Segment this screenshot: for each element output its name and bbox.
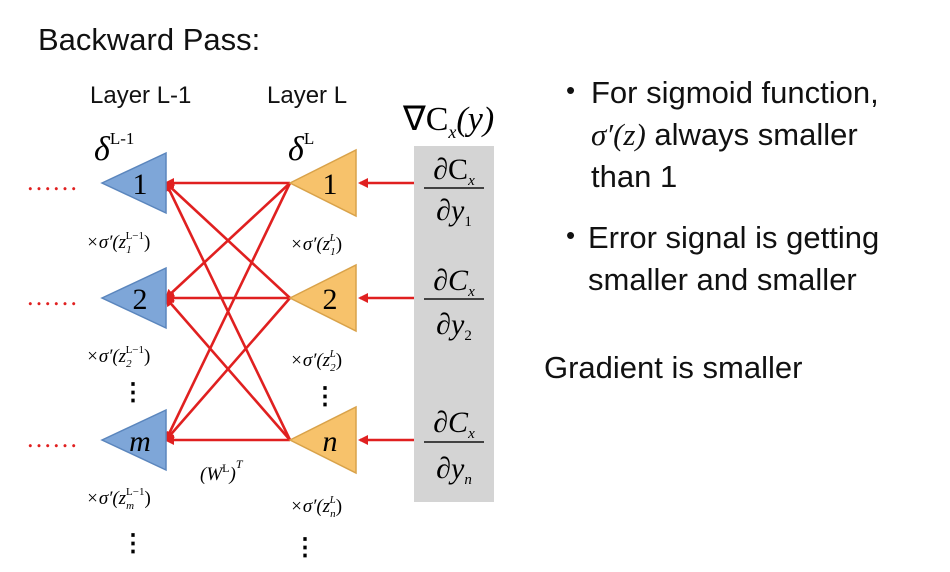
bullet-1-dot: •	[566, 75, 576, 105]
partial-2: ∂Cx ∂y2	[424, 264, 484, 344]
gradient-note: Gradient is smaller	[544, 350, 803, 385]
partial-n: ∂Cx ∂yn	[424, 406, 484, 488]
right-node-1	[288, 148, 357, 218]
ellipsis-2: ……	[26, 282, 78, 311]
partial-2-denominator: ∂y2	[436, 308, 472, 344]
bullet-1-line-1: For sigmoid function,	[591, 75, 879, 110]
left-node-2	[100, 266, 167, 330]
left-node-1	[100, 151, 167, 215]
partial-1-numerator: ∂Cx	[433, 153, 475, 189]
right-multiplier-1: ×σ′(z1L)	[290, 232, 342, 258]
ellipsis-m: ……	[26, 424, 78, 453]
left-vdots-2: ⋮	[121, 531, 145, 557]
left-node-m-label: m	[129, 425, 151, 458]
sigma-prime-expr: σ′(z)	[591, 117, 646, 152]
network-diagram: δL-1 δL ∇Cx(y) 1 2	[26, 101, 494, 561]
right-node-2-label: 2	[323, 283, 338, 316]
right-nodes: 1 2 n	[288, 148, 357, 475]
edge-r2-l1	[164, 181, 291, 299]
partial-1-denominator: ∂y1	[436, 194, 472, 230]
bullet-2-dot: •	[566, 220, 576, 250]
slide-title: Backward Pass:	[38, 22, 261, 57]
bullet-2-line-1: Error signal is getting	[588, 220, 880, 255]
bullet-2-line-2: smaller and smaller	[588, 262, 857, 297]
right-node-n-label: n	[323, 425, 338, 458]
left-multiplier-m: ×σ′(zmL−1)	[86, 486, 151, 512]
delta-left-label: δL-1	[94, 129, 134, 168]
right-vdots-1: ⋮	[313, 384, 337, 410]
right-multiplier-2: ×σ′(z2L)	[290, 348, 342, 374]
layer-l-minus-1-label: Layer L-1	[90, 82, 192, 109]
weight-transpose-label: (WL)T	[200, 457, 244, 485]
ellipsis-1: ……	[26, 167, 78, 196]
delta-right-label: δL	[288, 129, 314, 168]
left-node-1-label: 1	[133, 168, 148, 201]
left-node-2-label: 2	[133, 283, 148, 316]
partial-2-numerator: ∂Cx	[433, 264, 475, 300]
edge-rn-l1	[164, 181, 292, 441]
right-node-n	[288, 405, 357, 475]
edge-rn-l2	[164, 296, 291, 441]
left-multiplier-1: ×σ′(z1L−1)	[86, 230, 150, 256]
bullet-1-line-2-text: always smaller	[645, 117, 858, 152]
left-multiplier-2: ×σ′(z2L−1)	[86, 344, 150, 370]
left-node-m	[100, 408, 167, 472]
right-node-2	[288, 263, 357, 333]
right-node-1-label: 1	[323, 168, 338, 201]
partial-n-denominator: ∂yn	[436, 452, 472, 488]
right-multiplier-n: ×σ′(znL)	[290, 494, 342, 520]
partial-1: ∂Cx ∂y1	[424, 153, 484, 230]
bullet-1-line-3: than 1	[591, 159, 678, 194]
layer-l-label: Layer L	[267, 82, 348, 109]
backprop-edges	[164, 178, 292, 445]
gradient-header: ∇Cx(y)	[402, 101, 494, 142]
left-vdots-1: ⋮	[121, 380, 145, 406]
right-vdots-2: ⋮	[293, 535, 317, 561]
left-nodes: 1 2 m	[100, 151, 167, 472]
bullet-1-line-2: σ′(z) always smaller	[591, 114, 858, 156]
gradient-arrows	[358, 178, 414, 445]
ellipses: …… …… ……	[26, 167, 78, 453]
partial-n-numerator: ∂Cx	[433, 406, 475, 442]
